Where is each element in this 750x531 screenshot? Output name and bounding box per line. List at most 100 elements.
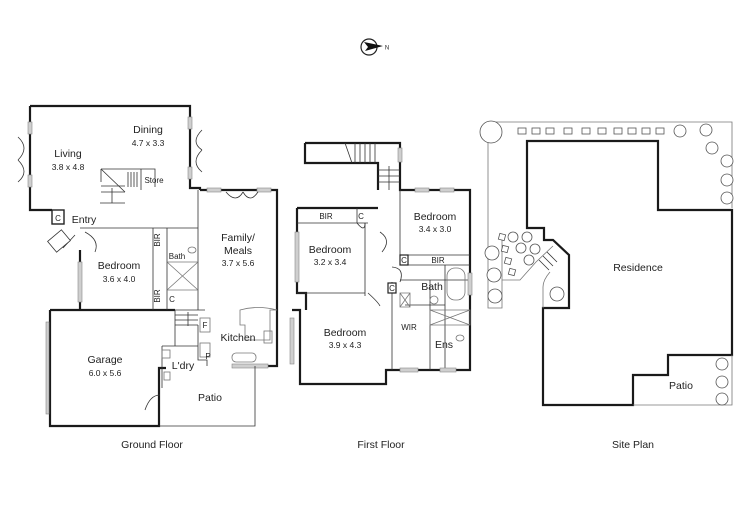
room-size-bedroom: 3.6 x 4.0 — [103, 274, 136, 284]
toilet-icon — [455, 334, 465, 342]
family-french-door — [225, 191, 259, 199]
window — [467, 272, 473, 296]
window — [187, 116, 193, 130]
compass-north-label: N — [385, 46, 389, 52]
site-label-patio: Patio — [669, 380, 693, 392]
entry-closet — [51, 209, 65, 225]
room-label-garage: Garage — [87, 354, 122, 366]
room-label-bath: Bath — [421, 281, 443, 293]
caption-site-plan: Site Plan — [612, 439, 654, 451]
shrub-icon — [507, 231, 519, 243]
shrub-icon — [529, 243, 541, 255]
large-tree-icon — [479, 120, 503, 144]
site-label-residence: Residence — [613, 262, 663, 274]
first-floor-stairs — [344, 142, 400, 190]
window — [294, 231, 300, 283]
room-label-store: Store — [144, 176, 164, 185]
shrub-icon — [715, 375, 729, 389]
room-label-closet-2: C — [169, 295, 175, 304]
room-label-living: Living — [54, 148, 82, 160]
room-label-bedroom-2: Bedroom — [309, 244, 352, 256]
room-label-entry: Entry — [72, 214, 97, 226]
window — [27, 121, 33, 135]
room-label-bir: BIR — [153, 233, 162, 247]
patio-outline — [159, 366, 256, 427]
toilet-icon — [187, 246, 197, 254]
room-size-family-meals: 3.7 x 5.6 — [222, 258, 255, 268]
bathtub-icon — [446, 267, 466, 301]
first-floor-plan: BIR C Bedroom 3.2 x 3.4 Bedroom 3.4 x 3.… — [289, 141, 473, 451]
room-label-wir: WIR — [401, 323, 417, 332]
room-label-kitchen: Kitchen — [220, 332, 255, 344]
ground-to-first-stairs — [175, 312, 198, 326]
shrub-icon — [486, 267, 502, 283]
window — [206, 187, 222, 193]
room-label-bir: BIR — [319, 212, 333, 221]
room-label-bedroom-3: Bedroom — [414, 211, 457, 223]
room-label-closet: C — [55, 214, 61, 223]
window — [439, 367, 457, 373]
kitchen-bench — [239, 307, 278, 341]
window — [439, 187, 455, 193]
stair-store-walls — [100, 168, 156, 190]
laundry-walls — [161, 310, 208, 388]
fridge-box — [199, 317, 211, 333]
room-label-bir-2: BIR — [153, 289, 162, 303]
room-label-dining: Dining — [133, 124, 163, 136]
room-label-bedroom-main: Bedroom — [324, 327, 367, 339]
shrub-icon — [523, 254, 535, 266]
deck-outline — [502, 245, 554, 308]
window — [187, 166, 193, 180]
toilet-icon — [429, 295, 439, 305]
window — [27, 174, 33, 188]
shower-icon — [166, 261, 199, 291]
paver-row — [497, 127, 665, 277]
room-size-bedroom-main: 3.9 x 4.3 — [329, 340, 362, 350]
dining-french-door — [195, 129, 203, 173]
shrub-icon — [487, 288, 503, 304]
shrub-icon — [699, 123, 713, 137]
room-label-fridge: F — [203, 321, 208, 330]
shrub-icon — [673, 124, 687, 138]
room-size-bedroom-3: 3.4 x 3.0 — [419, 224, 452, 234]
room-label-closet-2: C — [401, 256, 407, 265]
shrub-icon — [549, 286, 565, 302]
north-compass-icon: N — [360, 38, 389, 56]
trough-icon — [163, 371, 171, 381]
shrub-icon — [720, 154, 734, 168]
room-label-meals: Meals — [224, 245, 252, 257]
shower-icon — [429, 309, 471, 326]
ground-stairs — [100, 168, 138, 204]
room-label-pantry: P — [205, 352, 210, 361]
window — [231, 363, 269, 369]
room-label-bath: Bath — [169, 252, 185, 261]
sink-icon — [231, 352, 257, 363]
entry-steps — [47, 229, 71, 253]
first-floor-doors — [356, 222, 402, 307]
room-label-closet: C — [358, 212, 364, 221]
room-label-ensuite: Ens — [435, 339, 453, 351]
room-size-living: 3.8 x 4.8 — [52, 162, 85, 172]
shrub-icon — [705, 141, 719, 155]
ground-floor-plan: Living 3.8 x 4.8 Dining 4.7 x 3.3 Store … — [17, 104, 279, 451]
window — [256, 187, 272, 193]
window — [289, 317, 295, 365]
room-label-bedroom: Bedroom — [98, 260, 141, 272]
closet-box — [387, 282, 397, 294]
linen-press-icon — [399, 292, 411, 308]
room-label-bir-2: BIR — [431, 256, 445, 265]
caption-ground-floor: Ground Floor — [121, 439, 183, 451]
site-plan: Residence Patio Site Plan — [479, 120, 734, 451]
room-size-garage: 6.0 x 5.6 — [89, 368, 122, 378]
room-label-laundry: L'dry — [172, 360, 195, 372]
window — [397, 147, 403, 163]
site-patio-outline — [633, 355, 733, 406]
closet-box — [399, 254, 409, 266]
shrub-icon — [720, 173, 734, 187]
room-label-family: Family/ — [221, 232, 255, 244]
window — [399, 367, 419, 373]
shrub-icon — [521, 231, 533, 243]
shrub-icon — [515, 242, 527, 254]
deck-steps — [538, 251, 558, 271]
